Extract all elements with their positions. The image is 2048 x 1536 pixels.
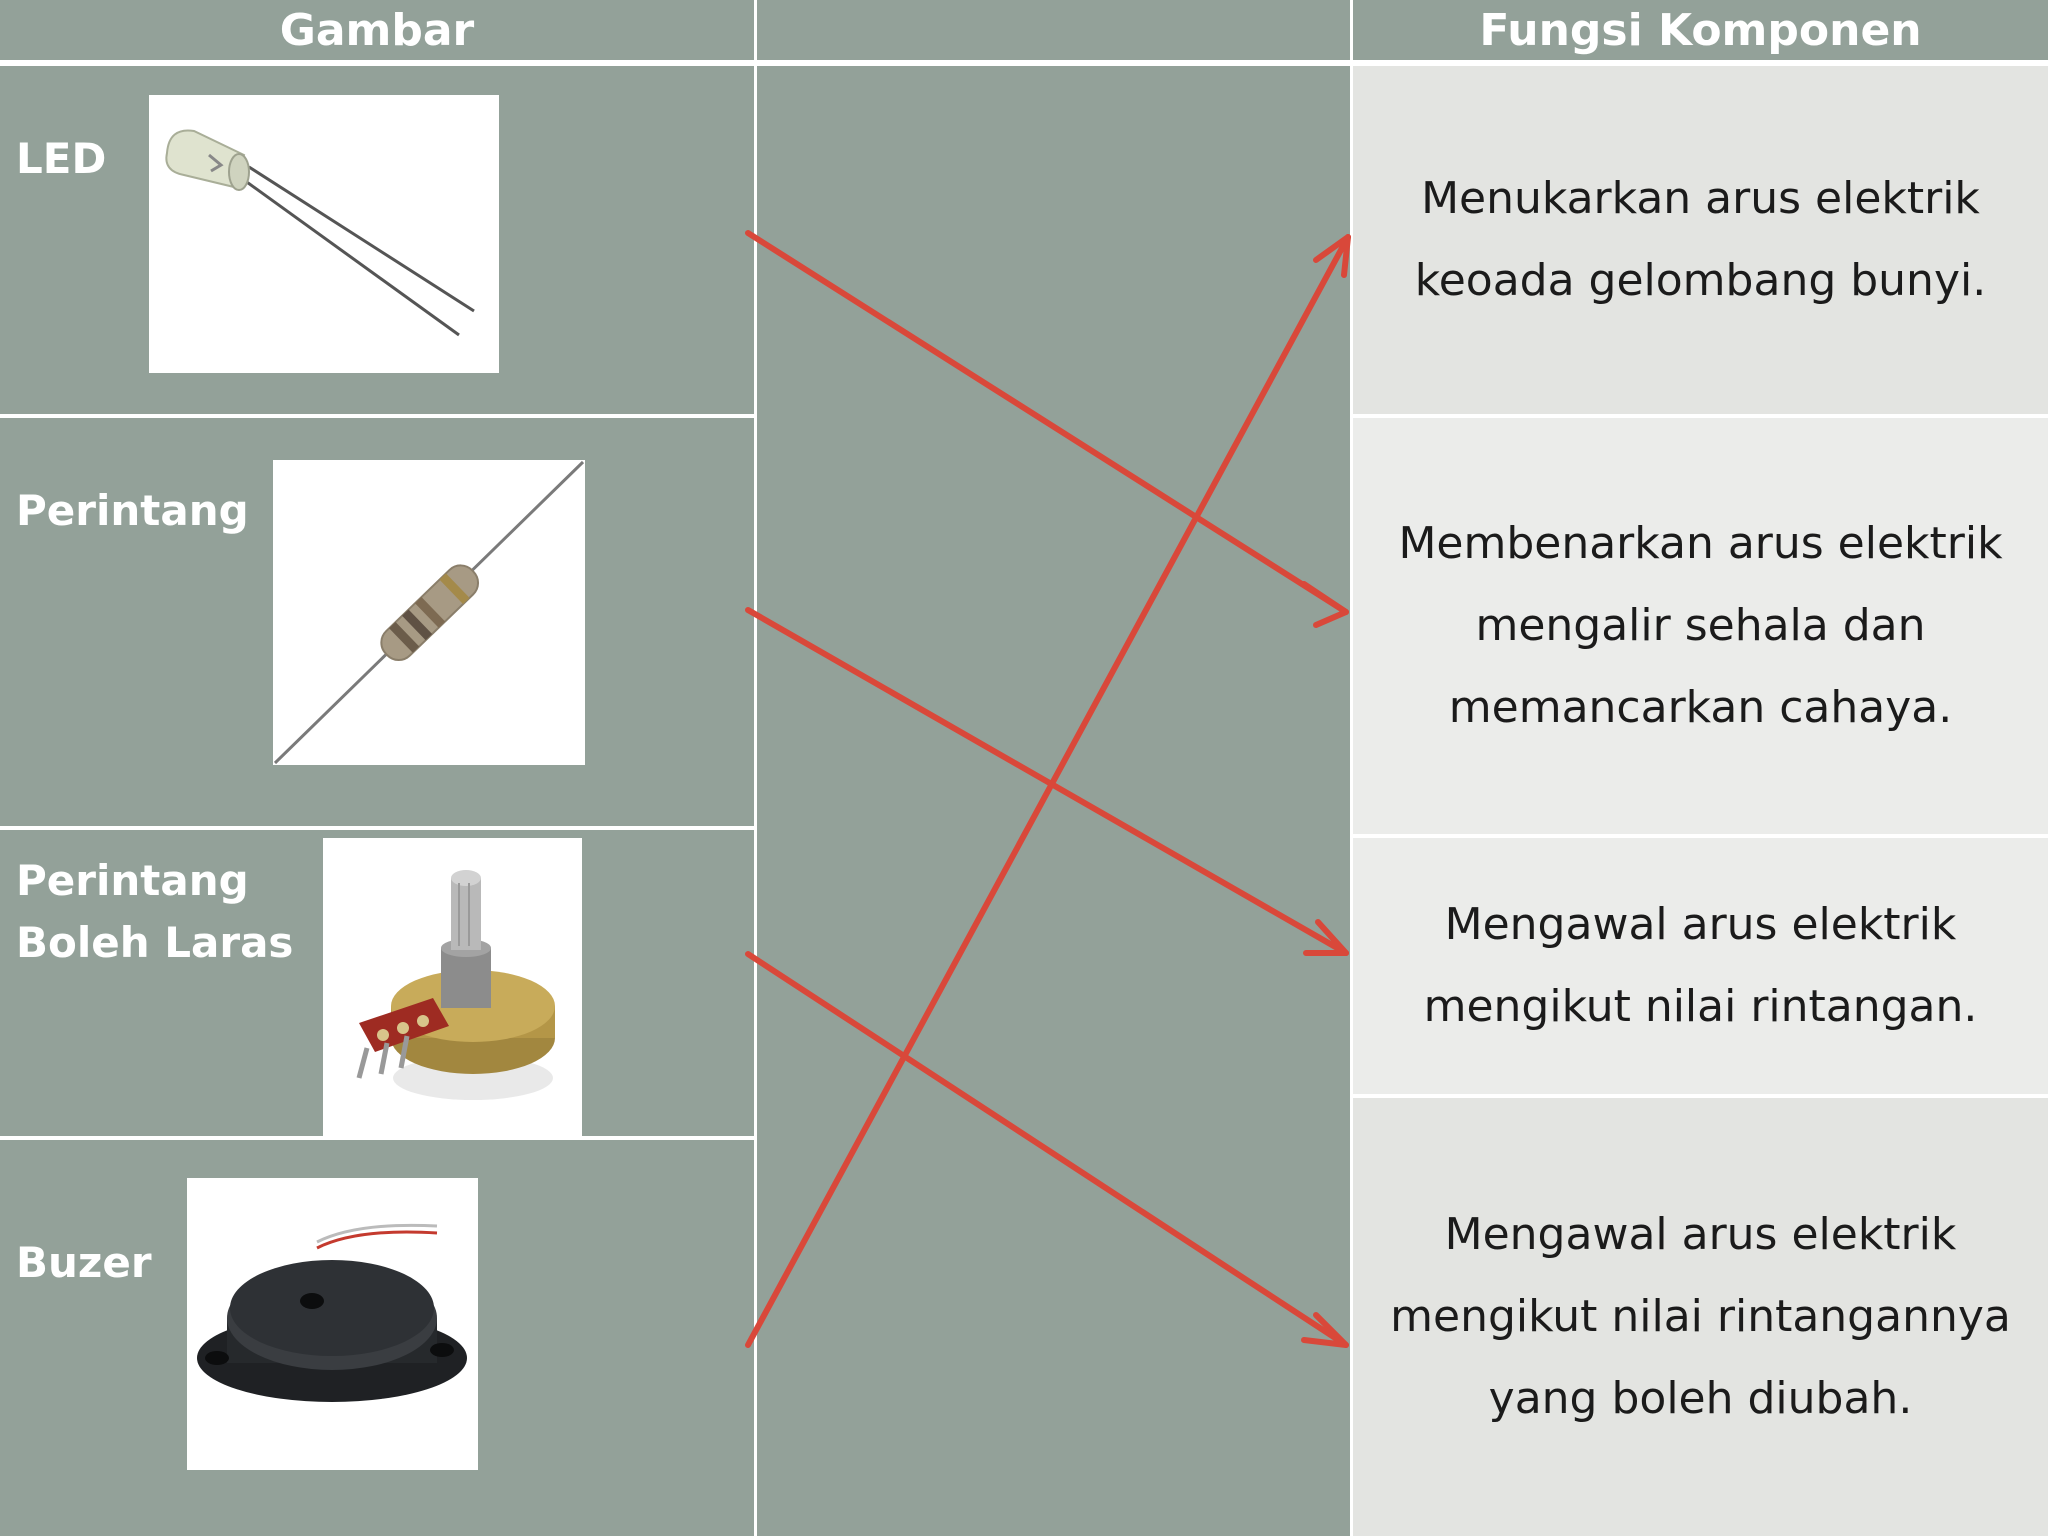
middle-column	[757, 66, 1350, 1536]
component-label-led: LED	[16, 128, 106, 190]
function-line: Mengawal arus elektrik	[1444, 1209, 1957, 1260]
function-line: memancarkan cahaya.	[1448, 682, 1953, 733]
component-cell-led: LED	[0, 66, 754, 414]
header-gambar: Gambar	[0, 0, 754, 60]
header-fungsi-komponen: Fungsi Komponen	[1353, 0, 2048, 60]
function-line: mengikut nilai rintangannya	[1390, 1291, 2011, 1342]
header-middle	[757, 0, 1350, 60]
arrow-perintang-boleh-laras-to-function-3[interactable]	[745, 951, 1349, 1348]
function-box-0[interactable]: Menukarkan arus elektrik keoada gelomban…	[1353, 66, 2048, 414]
function-line: yang boleh diubah.	[1488, 1373, 1913, 1424]
component-label-perintang-boleh-laras: Perintang Boleh Laras	[16, 850, 293, 974]
led-photo	[149, 95, 499, 373]
component-label-line: Perintang	[16, 856, 249, 905]
function-line: Mengawal arus elektrik	[1444, 899, 1957, 950]
component-label-perintang: Perintang	[16, 480, 249, 542]
function-line: Menukarkan arus elektrik	[1421, 173, 1980, 224]
arrow-buzer-to-function-0[interactable]	[745, 234, 1351, 1348]
component-label-line: Buzer	[16, 1238, 152, 1287]
arrow-perintang-to-function-2[interactable]	[745, 607, 1349, 956]
component-label-line: Boleh Laras	[16, 918, 294, 967]
potentiometer-photo	[323, 838, 582, 1142]
function-line: mengalir sehala dan	[1475, 600, 1926, 651]
function-line: Membenarkan arus elektrik	[1398, 518, 2003, 569]
resistor-photo	[273, 460, 585, 765]
function-box-3[interactable]: Mengawal arus elektrik mengikut nilai ri…	[1353, 1098, 2048, 1536]
function-box-1[interactable]: Membenarkan arus elektrik mengalir sehal…	[1353, 418, 2048, 834]
buzzer-photo	[187, 1178, 478, 1470]
component-label-buzer: Buzer	[16, 1232, 152, 1294]
function-line: mengikut nilai rintangan.	[1423, 981, 1978, 1032]
component-cell-buzer: Buzer	[0, 1140, 754, 1536]
function-box-2[interactable]: Mengawal arus elektrik mengikut nilai ri…	[1353, 838, 2048, 1094]
function-line: keoada gelombang bunyi.	[1414, 255, 1987, 306]
arrow-led-to-function-1[interactable]	[745, 230, 1349, 628]
component-label-line: LED	[16, 134, 107, 183]
component-cell-perintang: Perintang	[0, 418, 754, 826]
component-label-line: Perintang	[16, 486, 249, 535]
component-cell-perintang-boleh-laras: Perintang Boleh Laras	[0, 830, 754, 1142]
